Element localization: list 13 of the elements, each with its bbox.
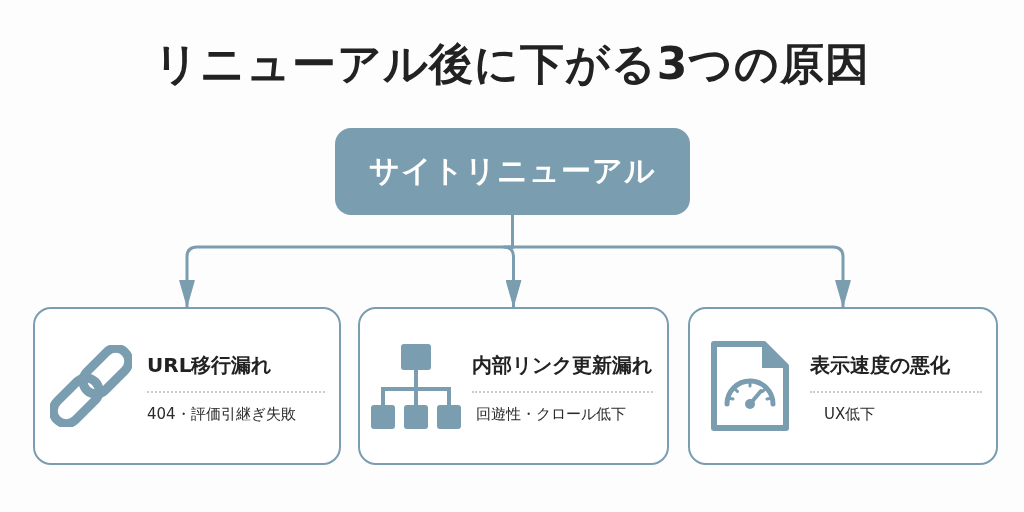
- cause-card: [358, 307, 669, 465]
- card-title: 内部リンク更新漏れ: [472, 352, 652, 379]
- cause-card: [33, 307, 341, 465]
- diagram-title: リニューアル後に下がる3つの原因: [153, 38, 871, 91]
- card-description: 回遊性・クロール低下: [476, 405, 626, 424]
- process-box: [335, 128, 690, 215]
- box-title: サイトリニューアル: [369, 152, 656, 190]
- arrow: [511, 215, 851, 308]
- card-title: 表示速度の悪化: [810, 352, 950, 379]
- card-title: URL移行漏れ: [147, 352, 272, 379]
- card-description: UX低下: [824, 405, 876, 424]
- card-description: 404・評価引継ぎ失敗: [147, 405, 296, 424]
- cause-card: [688, 307, 998, 465]
